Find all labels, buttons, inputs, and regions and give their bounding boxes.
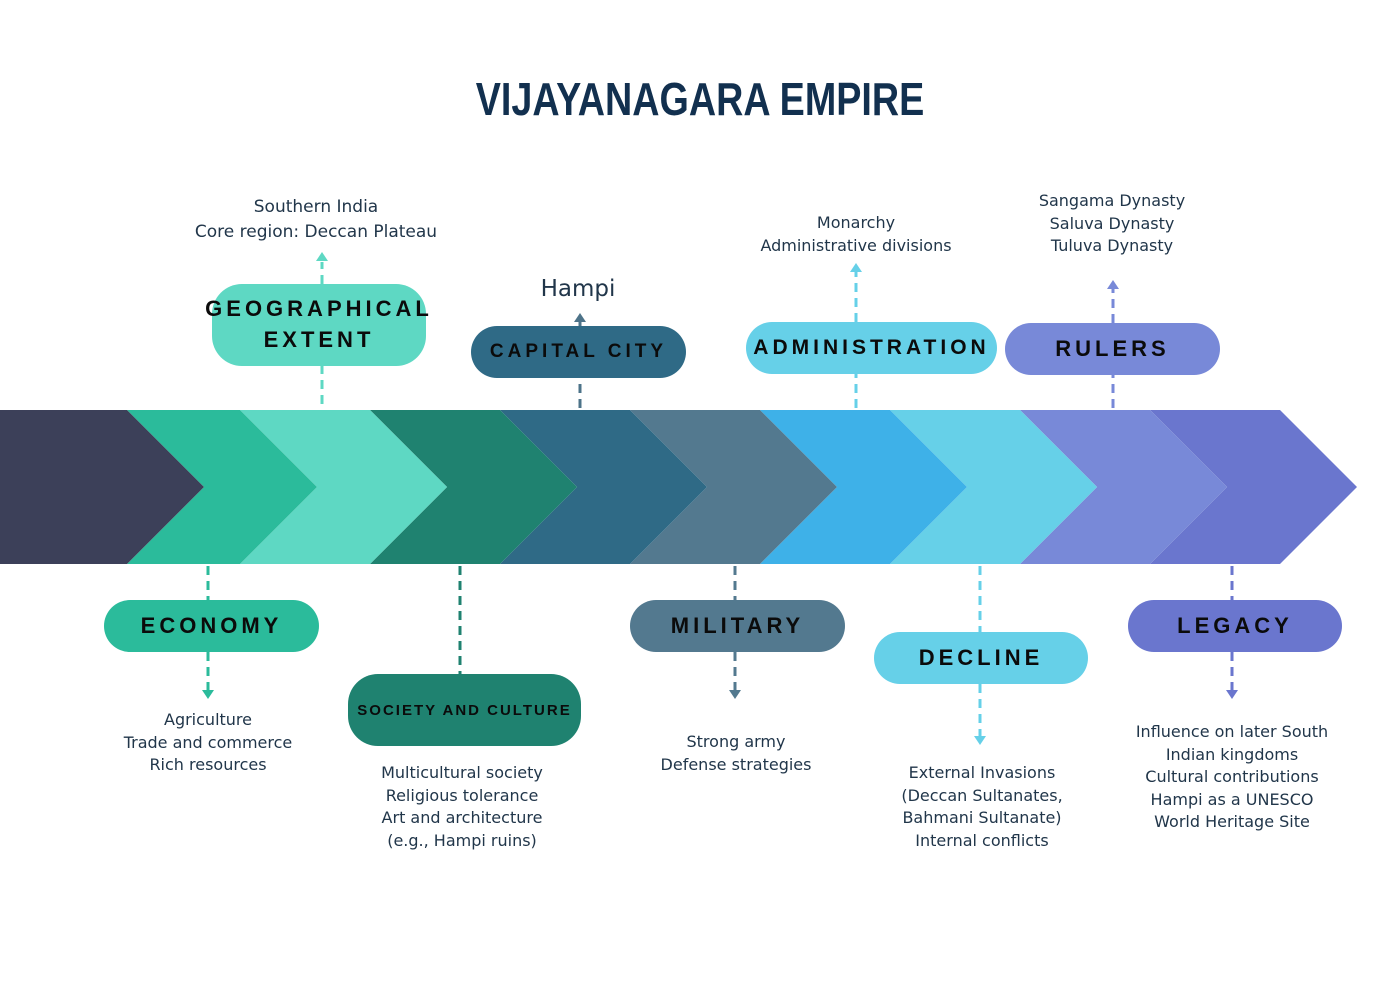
pill-label: DECLINE — [918, 644, 1044, 670]
chevron-10 — [1150, 410, 1357, 564]
detail-line: (e.g., Hampi ruins) — [387, 830, 537, 850]
economy-details: Agriculture Trade and commerce Rich reso… — [98, 709, 318, 777]
detail-line: Cultural contributions — [1145, 767, 1319, 786]
chevron-6 — [630, 410, 837, 564]
rulers-pill: RULERS — [1005, 323, 1220, 375]
rulers-details: Sangama Dynasty Saluva Dynasty Tuluva Dy… — [1002, 190, 1222, 258]
pill-label: RULERS — [1055, 335, 1170, 361]
detail-line: Defense strategies — [660, 754, 812, 774]
administration-pill: ADMINISTRATION — [746, 322, 997, 374]
detail-line: Influence on later South — [1135, 722, 1329, 741]
page-title: VIJAYANAGARA EMPIRE — [475, 73, 925, 125]
chevron-3 — [240, 410, 447, 564]
capital-city-details: Hampi — [478, 275, 678, 303]
pill-label: CAPITAL CITY — [489, 340, 668, 362]
administration-details: Monarchy Administrative divisions — [726, 212, 986, 257]
detail-line: External Invasions — [908, 763, 1056, 782]
chevron-4 — [370, 410, 577, 564]
legacy-pill: LEGACY — [1128, 600, 1342, 652]
geographical-extent-pill: GEOGRAPHICAL EXTENT — [205, 284, 429, 366]
pill-label: GEOGRAPHICAL — [205, 296, 433, 322]
arrowhead-up-icon — [1107, 280, 1119, 289]
geographical-extent-details: Southern India Core region: Deccan Plate… — [166, 195, 466, 245]
detail-line: Core region: Deccan Plateau — [194, 222, 438, 242]
detail-line: Strong army — [686, 732, 786, 751]
arrowhead-up-icon — [850, 263, 862, 272]
detail-line: Administrative divisions — [760, 235, 952, 255]
decline-pill: DECLINE — [874, 632, 1088, 684]
chevron-5 — [500, 410, 707, 564]
arrowhead-down-icon — [729, 690, 741, 699]
detail-line: Monarchy — [816, 213, 896, 232]
society-and-culture-details: Multicultural society Religious toleranc… — [342, 762, 582, 852]
capital-city-pill: CAPITAL CITY — [471, 326, 686, 378]
arrowhead-down-icon — [202, 690, 214, 699]
society-and-culture-pill: SOCIETY AND CULTURE — [348, 674, 581, 746]
pill-label: ECONOMY — [140, 612, 283, 638]
arrowhead-down-icon — [1226, 690, 1238, 699]
pill-label: ADMINISTRATION — [753, 336, 990, 360]
detail-line: Internal conflicts — [915, 830, 1049, 850]
detail-line: Saluva Dynasty — [1049, 213, 1175, 233]
chevron-1 — [0, 410, 204, 564]
detail-line: World Heritage Site — [1154, 812, 1310, 831]
pill-label: MILITARY — [670, 612, 805, 638]
detail-line: Art and architecture — [381, 808, 543, 827]
economy-pill: ECONOMY — [104, 600, 319, 652]
pill-label: LEGACY — [1177, 612, 1293, 638]
pill-label: EXTENT — [263, 327, 375, 352]
arrowhead-down-icon — [974, 736, 986, 745]
detail-line: Tuluva Dynasty — [1050, 236, 1174, 255]
detail-line: Bahmani Sultanate) — [902, 808, 1062, 827]
detail-line: Hampi as a UNESCO — [1150, 789, 1314, 809]
chevron-2 — [127, 410, 317, 564]
chevron-9 — [1020, 410, 1227, 564]
detail-line: Agriculture — [164, 710, 252, 729]
detail-line: Sangama Dynasty — [1038, 191, 1186, 210]
detail-line: Multicultural society — [381, 763, 543, 782]
detail-line: Southern India — [253, 197, 379, 217]
detail-line: Indian kingdoms — [1165, 744, 1299, 764]
detail-line: Trade and commerce — [123, 732, 293, 752]
arrowhead-up-icon — [316, 252, 328, 261]
detail-line: (Deccan Sultanates, — [901, 785, 1063, 805]
legacy-details: Influence on later South Indian kingdoms… — [1107, 721, 1357, 834]
decline-details: External Invasions (Deccan Sultanates, B… — [862, 762, 1102, 852]
military-pill: MILITARY — [630, 600, 845, 652]
chevron-7 — [760, 410, 967, 564]
detail-line: Rich resources — [149, 755, 267, 774]
arrowhead-up-icon — [574, 313, 586, 322]
chevron-8 — [890, 410, 1097, 564]
detail-line: Hampi — [540, 276, 616, 302]
detail-line: Religious tolerance — [385, 785, 539, 805]
pill-label: SOCIETY AND CULTURE — [357, 701, 572, 719]
military-details: Strong army Defense strategies — [626, 731, 846, 776]
